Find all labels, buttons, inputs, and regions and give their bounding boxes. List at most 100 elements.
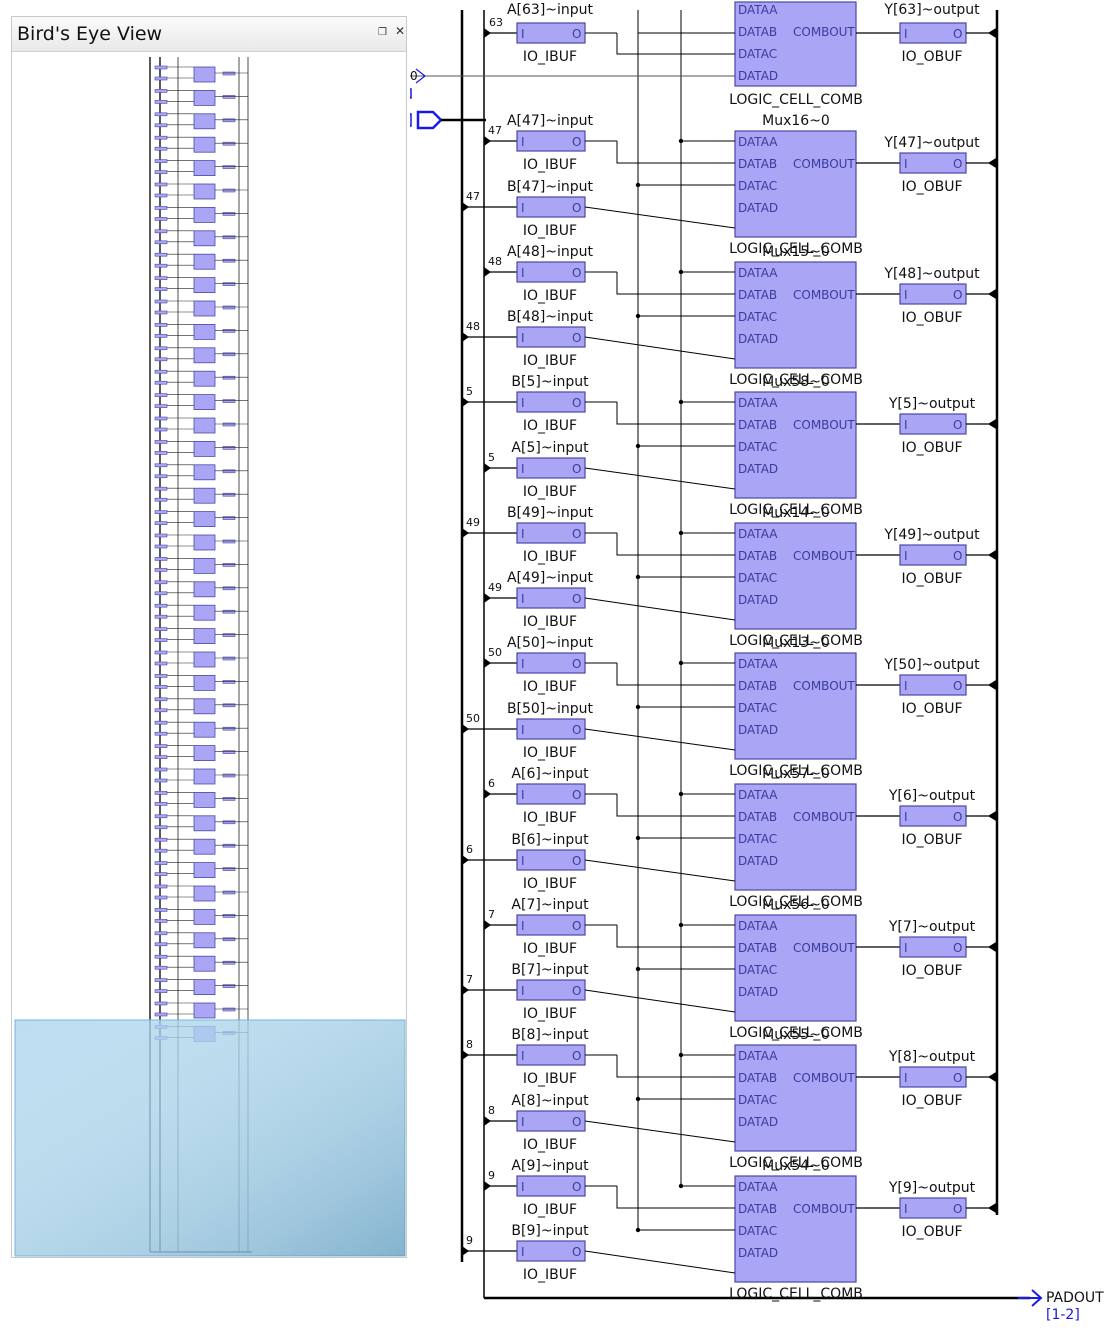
bus-index-label: 5: [488, 451, 495, 464]
thumb-row: [154, 346, 248, 364]
bus-tap-arrow-icon: [462, 724, 469, 734]
ibuf-instance-label: A[5]~input: [511, 440, 589, 456]
thumb-ibuf: [154, 591, 168, 596]
pin-bracket-icon: [410, 113, 412, 127]
junction-dot: [635, 313, 641, 319]
thumb-ibuf: [154, 1001, 168, 1006]
thumb-obuf: [222, 118, 236, 123]
thumb-ibuf: [154, 650, 168, 655]
thumb-obuf: [222, 305, 236, 310]
output-arrow-icon: [988, 1072, 996, 1082]
bus-pin-icon[interactable]: [416, 110, 443, 130]
thumb-cell: [193, 66, 216, 83]
logic-cell-block[interactable]: [734, 522, 857, 630]
thumb-ibuf: [154, 497, 168, 502]
port-label-o: O: [953, 157, 962, 171]
birds-eye-view-panel[interactable]: Bird's Eye View ❐ ✕: [11, 16, 407, 1258]
port-label-datac: DATAC: [738, 571, 777, 585]
port-label-combout: COMBOUT: [793, 549, 855, 563]
port-label-o: O: [572, 462, 581, 476]
ibuf-instance-label: A[8]~input: [511, 1093, 589, 1109]
logic-cell-block[interactable]: [734, 1044, 857, 1152]
port-label-dataa: DATAA: [738, 657, 778, 671]
cell-type-label: LOGIC_CELL_COMB: [729, 763, 863, 779]
port-label-o: O: [572, 135, 581, 149]
thumb-ibuf: [154, 931, 168, 936]
thumb-obuf: [222, 820, 236, 825]
thumb-ibuf: [154, 89, 168, 93]
thumb-ibuf: [154, 954, 168, 959]
wire: [616, 1186, 735, 1209]
birds-eye-view-canvas[interactable]: [12, 52, 406, 1257]
thumb-ibuf: [154, 814, 168, 819]
mux-instance-label: Mux58~0: [762, 374, 830, 390]
port-label-i: I: [521, 919, 525, 933]
output-arrow-icon: [988, 289, 996, 299]
thumb-ibuf: [154, 263, 168, 268]
thumb-ibuf: [154, 767, 168, 772]
thumb-cell: [193, 745, 216, 761]
port-label-datab: DATAB: [738, 549, 777, 563]
logic-cell-block[interactable]: [734, 783, 857, 891]
port-label-i: I: [904, 418, 908, 432]
port-label-i: I: [521, 1049, 525, 1063]
port-label-i: I: [904, 288, 908, 302]
wire: [616, 402, 735, 425]
port-label-o: O: [572, 919, 581, 933]
thumb-ibuf: [154, 451, 168, 455]
thumb-row: [154, 697, 248, 715]
obuf-instance-label: Y[47]~output: [883, 135, 980, 151]
obuf-instance-label: Y[6]~output: [888, 788, 976, 804]
logic-cell-block[interactable]: [734, 1, 857, 87]
thumb-ibuf: [154, 544, 168, 549]
port-label-i: I: [521, 854, 525, 868]
logic-cell-block[interactable]: [734, 652, 857, 760]
thumb-cell: [193, 955, 216, 972]
port-label-o: O: [572, 1115, 581, 1129]
thumb-row: [154, 135, 248, 153]
logic-cell-block[interactable]: [734, 261, 857, 369]
thumb-cell: [193, 464, 216, 481]
input-pin-icon: [415, 68, 426, 84]
wire: [616, 1055, 735, 1078]
thumb-ibuf: [154, 510, 168, 514]
thumb-obuf: [222, 446, 236, 450]
logic-cell-block[interactable]: [734, 391, 857, 499]
logic-cell-block[interactable]: [734, 1175, 857, 1283]
port-label-combout: COMBOUT: [793, 25, 855, 39]
mux-instance-label: Mux55~0: [762, 1027, 830, 1043]
thumb-ibuf: [154, 965, 168, 970]
thumb-ibuf: [154, 393, 168, 397]
thumb-row: [154, 533, 248, 551]
thumb-ibuf: [154, 440, 168, 444]
port-label-dataa: DATAA: [738, 1049, 778, 1063]
thumb-obuf: [222, 703, 236, 708]
thumb-ibuf: [154, 521, 168, 525]
port-label-datab: DATAB: [738, 679, 777, 693]
thumb-obuf: [222, 586, 236, 591]
port-label-o: O: [572, 1049, 581, 1063]
logic-cell-block[interactable]: [734, 130, 857, 238]
bus-tap-arrow-icon: [484, 593, 491, 603]
thumb-cell: [193, 183, 216, 200]
ibuf-instance-label: A[6]~input: [511, 766, 589, 782]
thumb-obuf: [222, 609, 236, 614]
logic-cell-block[interactable]: [734, 914, 857, 1022]
port-label-datab: DATAB: [738, 25, 777, 39]
port-label-o: O: [572, 266, 581, 280]
restore-window-icon[interactable]: ❐: [378, 27, 387, 38]
thumb-cell: [193, 300, 216, 317]
thumb-ibuf: [154, 427, 168, 432]
close-icon[interactable]: ✕: [395, 24, 406, 38]
bus-index-label: 49: [488, 581, 502, 594]
bus-tap-arrow-icon: [484, 789, 491, 799]
thumb-cell: [193, 885, 216, 902]
ibuf-instance-label: A[7]~input: [511, 897, 589, 913]
port-label-datac: DATAC: [738, 1224, 777, 1238]
bus-tap-arrow-icon: [462, 855, 469, 865]
bus-tap-arrow-icon: [484, 136, 491, 146]
port-label-i: I: [904, 1202, 908, 1216]
thumb-ibuf: [154, 872, 168, 876]
